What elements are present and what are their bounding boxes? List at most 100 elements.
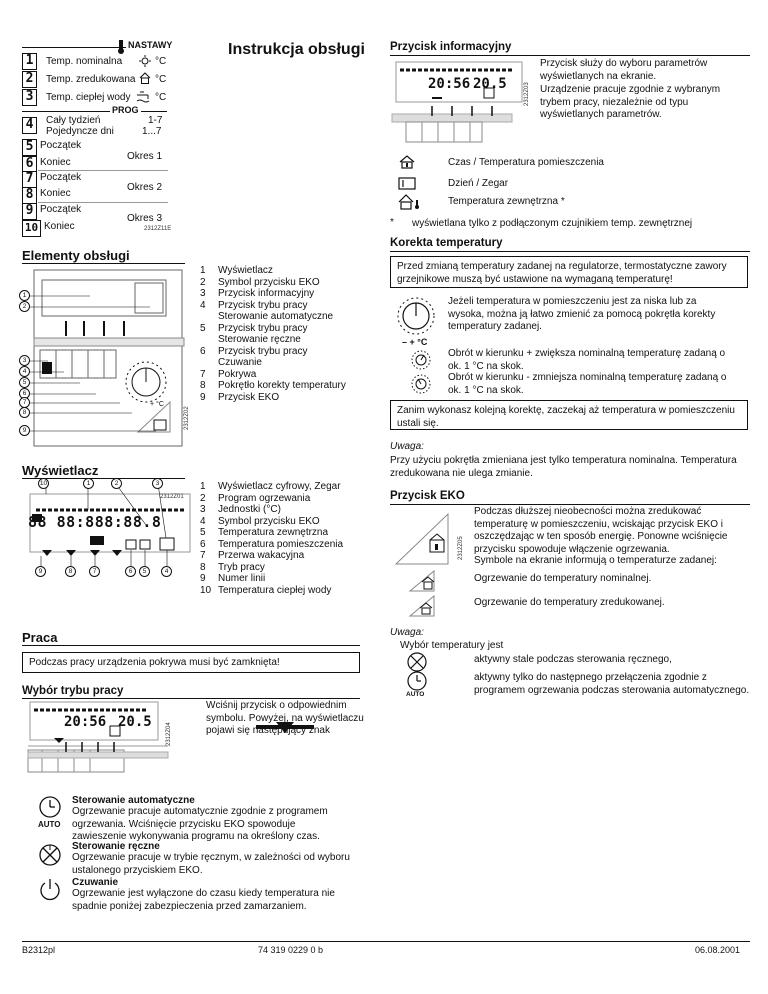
correction-rule (390, 251, 750, 252)
clock-icon (407, 671, 427, 691)
info-legend-row: Temperatura zewnętrzna * (448, 196, 565, 207)
info-heading: Przycisk informacyjny (390, 41, 512, 53)
setting-unit: °C (155, 92, 167, 103)
auto-icon-label: AUTO (406, 691, 425, 698)
eko-text: Podczas dłuższej nieobecności można zred… (474, 506, 728, 555)
period-divider (38, 202, 168, 203)
callout-10: 10 (38, 478, 49, 489)
legend-row: Czuwanie (218, 357, 262, 368)
mode-desc: Ogrzewanie jest wyłączone do czasu kiedy… (72, 888, 335, 912)
setting-number: 3 (22, 89, 37, 106)
eko-option-2: aktywny tylko do następnego przełączenia… (474, 672, 750, 696)
callout-9: 9 (35, 566, 46, 577)
lcd-diagram (29, 483, 191, 566)
callout-8: 8 (65, 566, 76, 577)
uwaga-text: Przy użyciu pokrętła zmieniana jest tylk… (390, 455, 737, 479)
correction-text-3: Obrót w kierunku - zmniejsza nominalną t… (448, 372, 727, 396)
correction-heading: Korekta temperatury (390, 237, 503, 249)
callout-3: 3 (19, 355, 30, 366)
setting-number: 6 (22, 156, 37, 173)
mode-lcd-drawing (27, 701, 169, 773)
footnote-mark: * (390, 217, 394, 228)
setting-number: 8 (22, 187, 37, 204)
mode-desc: Ogrzewanie pracuje automatycznie zgodnie… (72, 806, 328, 842)
week-value: 1-7 (148, 115, 163, 126)
mode-indicator-icon (256, 722, 314, 733)
figure-code: 2312Z01 (160, 494, 184, 500)
setting-number: 9 (22, 203, 37, 220)
setting-label: Temp. zredukowana (46, 74, 136, 85)
period-end-label: Koniec (44, 221, 75, 232)
info-lcd-drawing (391, 61, 523, 143)
setting-number: 1 (22, 53, 37, 70)
mode-desc: Ogrzewanie pracuje w trybie ręcznym, w z… (72, 852, 350, 876)
eko-reduced-icon (408, 594, 435, 617)
prog-rule (22, 111, 167, 112)
mode-lcd-time: 20:56 (64, 714, 107, 730)
praca-rule (22, 645, 360, 646)
auto-icon-label: AUTO (38, 820, 61, 829)
setting-label: Temp. nominalna (46, 56, 123, 67)
info-lcd-time: 20:56 (428, 76, 471, 92)
mode-title: Sterowanie automatyczne (72, 795, 195, 806)
figure-code: 2312Z04 (166, 722, 172, 746)
praca-heading: Praca (22, 630, 58, 645)
controls-heading: Elementy obsługi (22, 248, 130, 263)
footer-rule (22, 941, 750, 942)
knob-minus-icon (411, 374, 431, 394)
info-text-1: Przycisk służy do wyboru parametrów wyśw… (540, 58, 708, 82)
lcd-segments: 88 88:888:88.8 (28, 513, 162, 531)
knob-label: – + °C (402, 337, 428, 347)
callout-7: 7 (89, 566, 100, 577)
callout-4: 4 (161, 566, 172, 577)
page-title: Instrukcja obsługi (228, 41, 365, 58)
mode-select-text: Wciśnij przycisk o odpowiednim symbolu. … (206, 700, 364, 736)
callout-3: 3 (152, 478, 163, 489)
figure-code: 2312Z02 (184, 406, 190, 430)
callout-5: 5 (19, 377, 30, 388)
period-end-label: Koniec (40, 188, 71, 199)
callout-1: 1 (83, 478, 94, 489)
correction-note-box: Zanim wykonasz kolejną korektę, zaczekaj… (390, 400, 748, 430)
footer-center: 74 319 0229 0 b (258, 945, 324, 955)
info-legend-row: Czas / Temperatura pomieszczenia (448, 157, 604, 168)
info-text-2: Urządzenie pracuje zgodnie z wybranym tr… (540, 84, 721, 120)
period-end-label: Koniec (40, 157, 71, 168)
period-divider (38, 170, 168, 171)
mode-select-heading: Wybór trybu pracy (22, 685, 124, 697)
period-start-label: Początek (40, 172, 82, 183)
setting-number: 7 (22, 171, 37, 188)
footer-left: B2312pl (22, 945, 56, 955)
setting-number: 2 (22, 71, 37, 88)
period-start-label: Początek (40, 204, 82, 215)
setting-number: 4 (22, 117, 37, 134)
info-legend-row: Dzień / Zegar (448, 178, 509, 189)
callout-6: 6 (125, 566, 136, 577)
eko-symbol-2-text: Ogrzewanie do temperatury zredukowanej. (474, 597, 665, 608)
callout-4: 4 (19, 366, 30, 377)
period-name: Okres 1 (127, 151, 163, 162)
setting-unit: °C (155, 74, 167, 85)
controller-device-drawing: + °C (30, 269, 185, 447)
setting-number: 5 (22, 139, 37, 156)
callout-2: 2 (19, 301, 30, 312)
mode-title: Sterowanie ręczne (72, 841, 160, 852)
correction-knob-icon (397, 297, 435, 335)
mode-select-rule (22, 698, 360, 699)
